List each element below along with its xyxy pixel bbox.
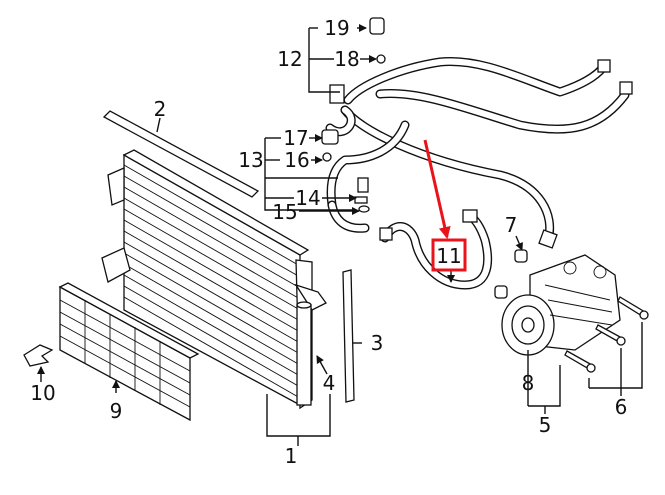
callout-2: 2 <box>154 97 167 121</box>
callout-11: 11 <box>436 244 461 268</box>
callout-13: 13 <box>238 148 263 172</box>
callout-12: 12 <box>277 47 302 71</box>
callout-3: 3 <box>371 331 384 355</box>
callout-14: 14 <box>295 186 320 210</box>
callout-8: 8 <box>522 371 535 395</box>
condenser <box>101 149 327 410</box>
leader-lines <box>37 24 643 446</box>
seal-strip-upper <box>102 110 260 198</box>
fittings <box>321 17 528 299</box>
refrigerant-hoses <box>325 56 633 290</box>
callout-7: 7 <box>505 213 518 237</box>
seal-strip-side <box>342 269 355 403</box>
callout-9: 9 <box>110 399 123 423</box>
mounting-bolts <box>564 296 649 373</box>
callout-18: 18 <box>334 47 359 71</box>
air-guide-panel <box>58 282 200 422</box>
callout-1: 1 <box>285 444 298 468</box>
callout-4: 4 <box>323 371 336 395</box>
callout-19: 19 <box>324 16 349 40</box>
ac-compressor <box>501 254 621 356</box>
highlight-callout-11 <box>423 139 467 272</box>
callout-15: 15 <box>272 200 297 224</box>
callout-5: 5 <box>539 413 552 437</box>
callout-labels: 1 2 3 4 5 6 7 8 9 10 11 12 13 14 15 16 1… <box>30 16 627 468</box>
callout-6: 6 <box>615 395 628 419</box>
bracket-clip <box>23 344 54 367</box>
callout-10: 10 <box>30 381 55 405</box>
callout-17: 17 <box>283 126 308 150</box>
callout-16: 16 <box>284 148 309 172</box>
